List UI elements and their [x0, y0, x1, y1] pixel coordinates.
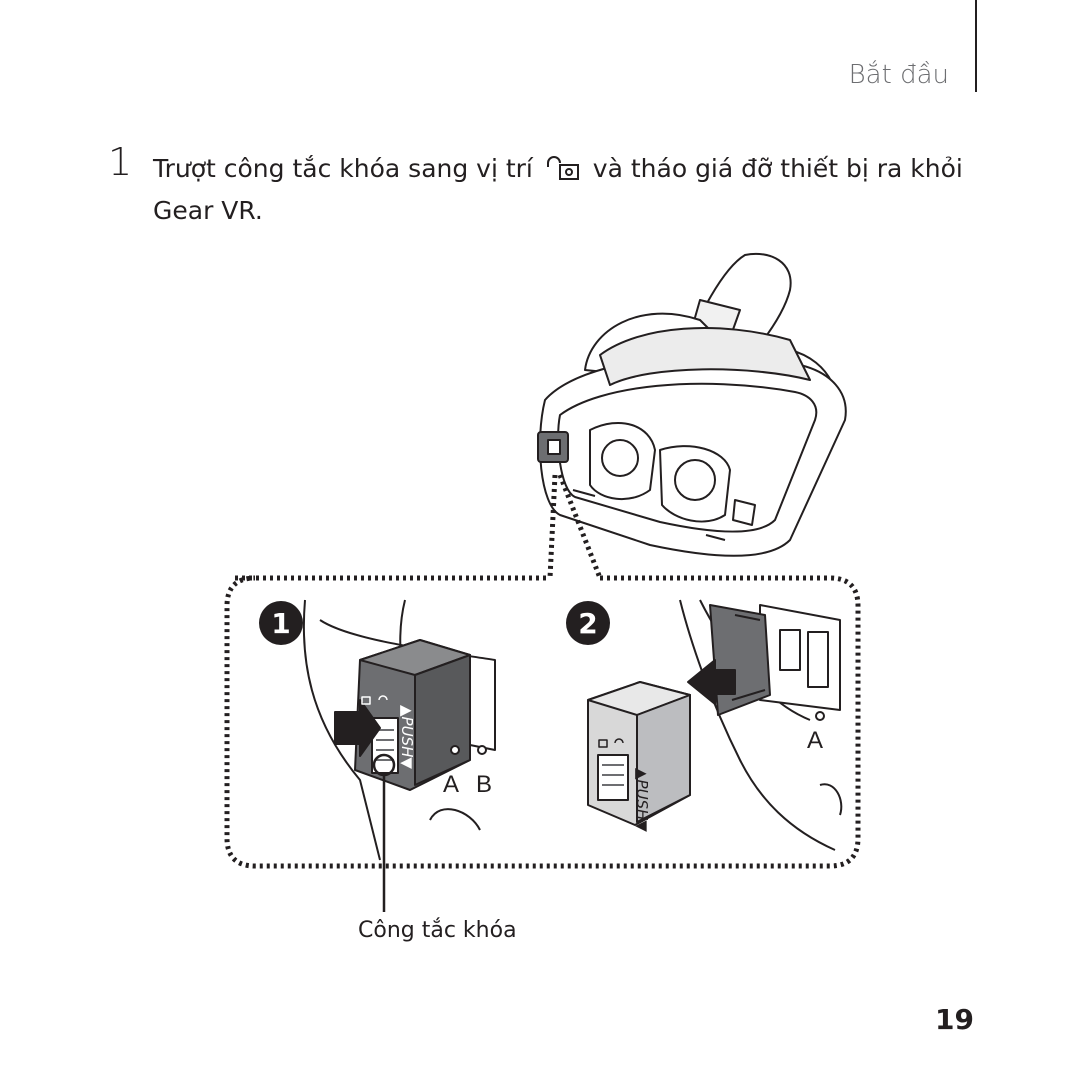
unlock-icon [546, 156, 579, 180]
header-divider [975, 0, 977, 92]
callout-1: 1 [259, 601, 303, 645]
callout-2-number: 2 [578, 607, 597, 640]
headset-drawing [537, 253, 847, 557]
instruction-text-start: Trượt công tắc khóa sang vị trí [153, 154, 533, 183]
step-number: 1 [108, 140, 133, 184]
slot-label-a: A [443, 771, 459, 798]
push-label-2: ▲PUSH▼ [633, 768, 651, 832]
slot-label-a-panel-2: A [807, 727, 823, 754]
step-instruction: Trượt công tắc khóa sang vị trí và tháo … [153, 148, 973, 232]
callout-1-number: 1 [271, 607, 290, 640]
instruction-text-end: và tháo giá đỡ thiết bị ra khỏi Gear VR. [153, 154, 963, 225]
page-number: 19 [935, 1003, 974, 1036]
lock-switch-caption: Công tắc khóa [358, 918, 517, 943]
caption-leader [372, 753, 396, 912]
callout-2: 2 [566, 601, 610, 645]
section-title: Bắt đầu [848, 60, 949, 90]
panel-2 [587, 599, 843, 851]
detail-frame [224, 575, 861, 869]
push-label-1: ▲PUSH▼ [398, 705, 416, 769]
zoom-leader-lines [547, 474, 603, 579]
slot-label-b: B [476, 771, 492, 798]
panel-1 [302, 599, 496, 861]
